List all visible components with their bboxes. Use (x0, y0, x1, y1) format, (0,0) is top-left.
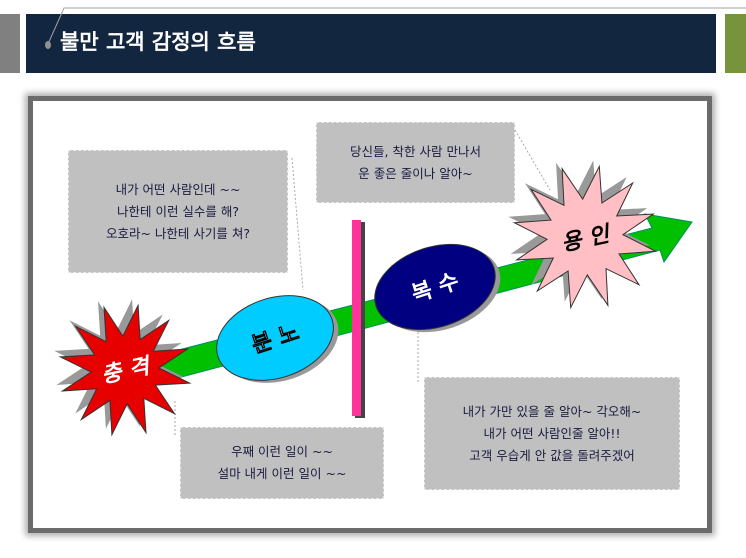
forgive-note: 당신들, 착한 사람 만나서 운 좋은 줄이나 알아~ (316, 122, 515, 203)
note-line: 설마 내게 이런 일이 ~~ (217, 466, 347, 481)
anger-note: 내가 어떤 사람인데 ~~ 나한테 이런 실수를 해? 오호라~ 나한테 사기를… (68, 150, 288, 273)
note-line: 당신들, 착한 사람 만나서 (350, 143, 481, 159)
note-line: 운 좋은 줄이나 알아~ (358, 165, 473, 181)
revenge-ellipse (374, 243, 496, 331)
note-line: 고객 우습게 안 값을 돌려주겠어 (469, 447, 635, 463)
shock-starburst (58, 303, 192, 437)
page-title: 불만 고객 감정의 흐름 (60, 30, 256, 54)
note-line: 내가 어떤 사람인줄 알아!! (483, 425, 621, 441)
forgive-starburst (512, 164, 658, 310)
note-line: 내가 가만 있을 줄 알아~ 각오해~ (462, 403, 642, 419)
note-line: 우째 이런 일이 ~~ (231, 444, 333, 459)
divider-bar (352, 220, 361, 416)
note-line: 오호라~ 나한테 사기를 쳐? (105, 225, 251, 241)
revenge-note: 내가 가만 있을 줄 알아~ 각오해~ 내가 어떤 사람인줄 알아!! 고객 우… (424, 377, 680, 490)
left-accent-bar (0, 14, 20, 73)
title-bar (26, 14, 716, 73)
anger-ellipse (216, 295, 334, 381)
right-accent-bar (725, 14, 746, 73)
note-line: 내가 어떤 사람인데 ~~ (115, 181, 241, 197)
title-decoration (45, 7, 746, 49)
shock-note: 우째 이런 일이 ~~ 설마 내게 이런 일이 ~~ (180, 427, 384, 499)
note-line: 나한테 이런 실수를 해? (116, 203, 240, 219)
